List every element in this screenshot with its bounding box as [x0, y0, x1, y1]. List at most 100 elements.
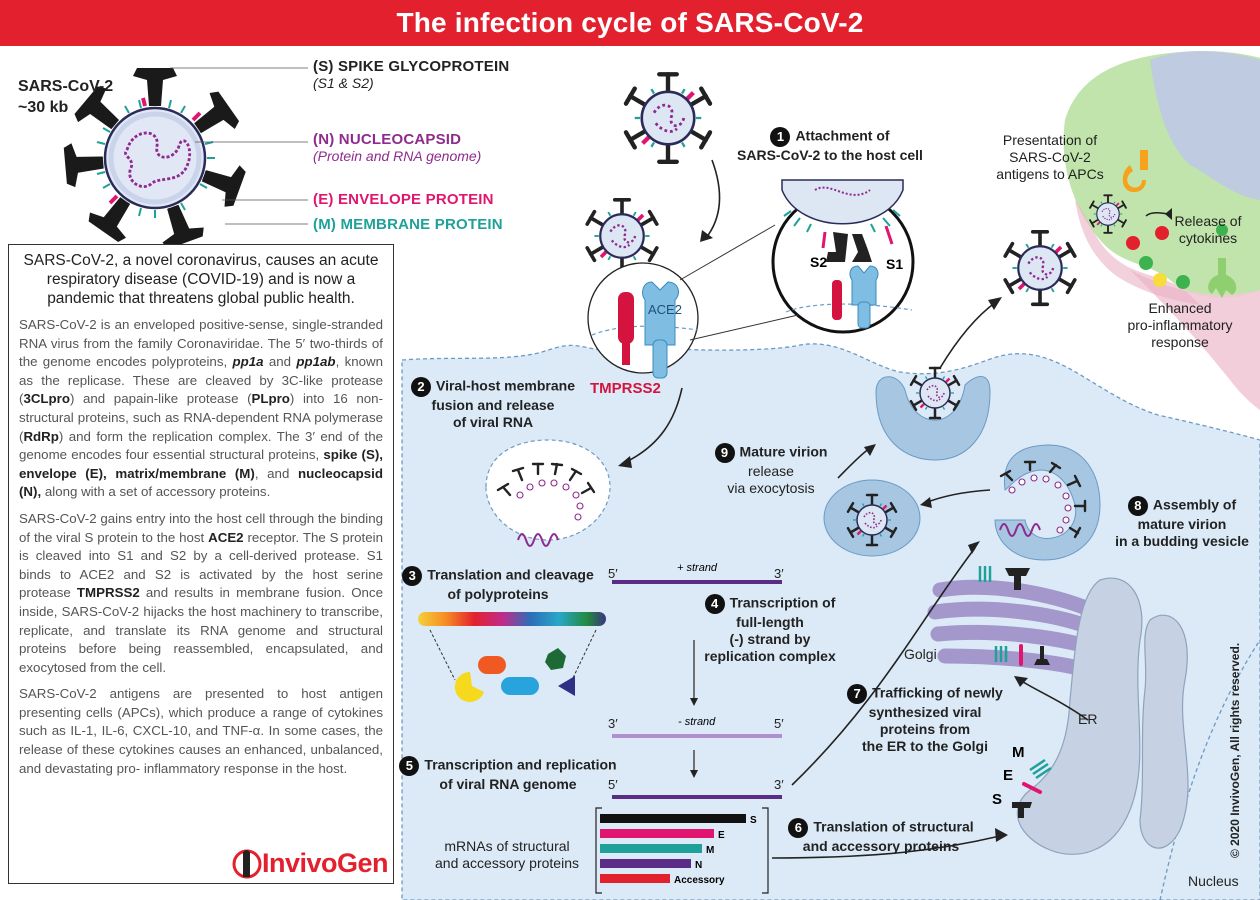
p1-text-g: , and — [254, 465, 298, 481]
logo-icon — [232, 849, 262, 878]
plus-strand-left: 5′ — [608, 566, 618, 581]
virus-size: ~30 kb — [18, 99, 69, 116]
step-6-line2: and accessory proteins — [802, 838, 960, 854]
p2-text-b: receptor. The S protein is cleaved into … — [19, 529, 383, 601]
legend-nucleocapsid: (N) NUCLEOCAPSID (Protein and RNA genome… — [313, 131, 481, 164]
mrna-bar-m — [600, 844, 702, 853]
step-7-number: 7 — [847, 684, 868, 704]
nucleus-label: Nucleus — [1188, 873, 1239, 889]
step-4-number: 4 — [704, 594, 725, 614]
step-2-line3: of viral RNA — [452, 414, 534, 430]
mrna-bar-s — [600, 814, 746, 823]
page-title: The infection cycle of SARS-CoV-2 — [396, 7, 864, 38]
genome-strand-left: 5′ — [608, 777, 618, 792]
step-4-line4: replication complex — [704, 648, 836, 664]
description-box: SARS-CoV-2, a novel coronavirus, causes … — [8, 244, 394, 884]
cytokines-label: Release of cytokines — [1174, 213, 1242, 246]
step-4-line3: (-) strand by — [729, 631, 811, 647]
s2-label: S2 — [810, 254, 828, 270]
step-7-line2: synthesized viral — [868, 704, 982, 720]
p1-text-e: ) into 16 non-structural proteins, such … — [19, 391, 384, 444]
step-9-number: 9 — [714, 443, 735, 463]
legend-spike: (S) SPIKE GLYCOPROTEIN (S1 & S2) — [313, 58, 509, 91]
tmprss2-label: TMPRSS2 — [590, 380, 661, 397]
step-3-line1: Translation and cleavage — [427, 566, 594, 583]
mrna-bar-accessory — [600, 874, 670, 883]
step-9-line1: Mature virion — [739, 443, 828, 460]
step-1-line1: Attachment of — [795, 127, 890, 144]
mrna-label-m: M — [706, 845, 714, 856]
p1-proteins: spike (S), envelope (E), matrix/membrane… — [19, 447, 383, 481]
legend-spike-sub: (S1 & S2) — [313, 75, 374, 91]
p2-text-a: SARS-CoV-2 gains entry into the host cel… — [19, 510, 383, 545]
intro-paragraph-genome: SARS-CoV-2 is an enveloped positive-sens… — [19, 316, 383, 502]
virus-name-block: SARS-CoV-2 ~30 kb — [18, 76, 113, 118]
mrna-label-n: N — [695, 860, 702, 871]
p1-rdrp: RdRp — [23, 428, 59, 444]
minus-strand-name: - strand — [678, 716, 716, 728]
plus-strand-name: + strand — [677, 562, 718, 574]
step-8-line3: in a budding vesicle — [1115, 533, 1249, 549]
intro-lead: SARS-CoV-2, a novel coronavirus, causes … — [23, 252, 379, 307]
logo-text: InvivoGen — [262, 848, 389, 878]
plus-strand-right: 3′ — [774, 566, 784, 581]
step-1-number: 1 — [770, 127, 791, 147]
minus-strand-left: 3′ — [608, 716, 618, 731]
p1-plpro: PLpro — [251, 391, 290, 407]
s1-label: S1 — [886, 256, 904, 272]
step-2-line2: fusion and release — [431, 397, 555, 413]
m-protein-label: M — [1012, 744, 1025, 761]
step-4-line2: full-length — [736, 614, 804, 630]
step-5-number: 5 — [399, 756, 420, 776]
p1-text-h: along with a set of accessory proteins. — [41, 484, 271, 500]
step-3-line2: of polyproteins — [447, 586, 549, 602]
mrna-label-accessory: Accessory — [674, 875, 725, 886]
p2-text-c: and results in membrane fusion. Once ins… — [19, 585, 383, 675]
mrna-bar-n — [600, 859, 691, 868]
apc-label: Presentation of SARS-CoV-2 antigens to A… — [996, 132, 1104, 182]
step-3-number: 3 — [402, 566, 423, 586]
step-7-line1: Trafficking of newly — [872, 684, 1003, 701]
step-8-line1: Assembly of — [1152, 496, 1237, 513]
p1-pp1ab: pp1ab — [296, 354, 336, 370]
p1-3clpro: 3CLpro — [23, 391, 70, 407]
minus-strand-right: 5′ — [774, 716, 784, 731]
mrna-title: mRNAs of structural and accessory protei… — [435, 838, 579, 871]
legend-envelope: (E) ENVELOPE PROTEIN — [313, 191, 494, 208]
legend-spike-title: (S) SPIKE GLYCOPROTEIN — [313, 58, 510, 75]
p2-tmprss2: TMPRSS2 — [76, 585, 140, 601]
mrna-bar-e — [600, 829, 714, 838]
ace2-label: ACE2 — [648, 302, 682, 317]
p1-text-d: ) and papain-like protease ( — [69, 391, 252, 407]
s-protein-label: S — [992, 791, 1003, 808]
title-banner: The infection cycle of SARS-CoV-2 — [0, 0, 1260, 46]
golgi-label: Golgi — [904, 646, 937, 662]
p1-pp1a: pp1a — [232, 354, 264, 370]
legend-nucleocapsid-sub: (Protein and RNA genome) — [313, 148, 482, 164]
step-9-line3: via exocytosis — [727, 480, 815, 496]
step-9-line2: release — [748, 463, 794, 479]
p1-text-b: and — [263, 354, 297, 370]
copyright: © 2020 InvivoGen, All rights reserved. — [1228, 642, 1242, 858]
response-label: Enhanced pro-inflammatory response — [1127, 300, 1233, 350]
step-2-number: 2 — [410, 377, 431, 397]
mrna-label-s: S — [750, 815, 757, 826]
invivogen-logo: InvivoGen — [232, 848, 389, 879]
step-7-line4: the ER to the Golgi — [862, 738, 988, 754]
p1-nucleocapsid: nucleocapsid (N), — [19, 465, 383, 500]
virus-name: SARS-CoV-2 — [18, 78, 114, 95]
legend-nucleocapsid-title: (N) NUCLEOCAPSID — [313, 131, 462, 148]
step-4-line1: Transcription of — [729, 594, 836, 611]
step-8-number: 8 — [1127, 496, 1148, 516]
step-5-line2: of viral RNA genome — [439, 776, 577, 792]
p2-ace2: ACE2 — [208, 529, 244, 545]
er-label: ER — [1078, 711, 1098, 727]
